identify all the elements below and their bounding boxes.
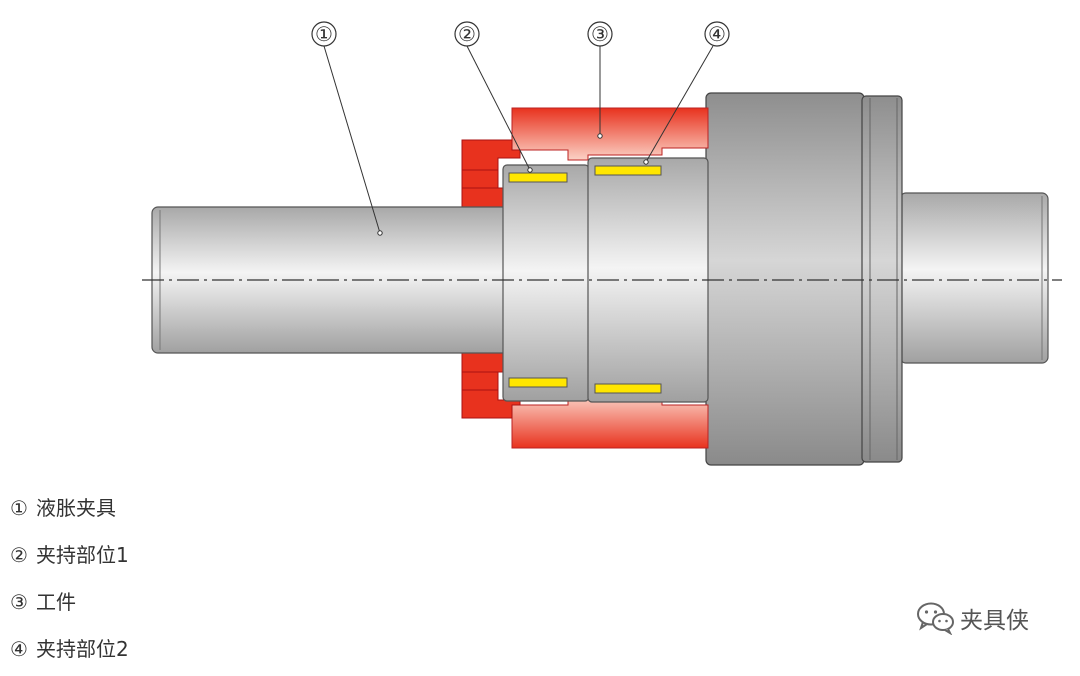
watermark-text: 夹具侠 [960,608,1029,634]
legend-item-2: ② 夹持部位1 [10,535,129,582]
clamp-strip-1-bottom [508,377,568,388]
svg-text:①: ① [315,22,333,46]
legend: ① 液胀夹具 ② 夹持部位1 ③ 工件 ④ 夹持部位2 [10,488,129,676]
watermark: 夹具侠 [916,598,1029,638]
workpiece-bottom [511,394,709,449]
right-shaft [899,192,1049,364]
expansion-sleeve-1 [502,164,590,402]
legend-number: ③ [10,590,28,614]
legend-item-3: ③ 工件 [10,582,129,629]
svg-text:③: ③ [591,22,609,46]
clamp-strip-1-top [508,172,568,183]
clamp-strip-2-bottom [594,383,662,394]
legend-label: 夹持部位2 [36,637,129,661]
legend-number: ① [10,496,28,520]
svg-text:④: ④ [708,22,726,46]
callout-1: ① [311,21,337,47]
legend-item-1: ① 液胀夹具 [10,488,129,535]
callout-3: ③ [587,21,613,47]
legend-label: 夹持部位1 [36,543,129,567]
legend-label: 工件 [36,590,76,614]
wechat-logo-icon [917,602,954,635]
svg-text:②: ② [458,22,476,46]
legend-number: ④ [10,637,28,661]
clamp-strip-2-top [594,165,662,176]
large-collar [705,92,865,466]
collar-step [861,95,903,463]
legend-label: 液胀夹具 [36,496,116,520]
callout-4: ④ [704,21,730,47]
liquid-expansion-fixture-diagram: ① ② ③ ④ [142,21,1062,466]
callout-2: ② [454,21,480,47]
legend-item-4: ④ 夹持部位2 [10,629,129,676]
workpiece-top [511,107,709,161]
legend-number: ② [10,543,28,567]
